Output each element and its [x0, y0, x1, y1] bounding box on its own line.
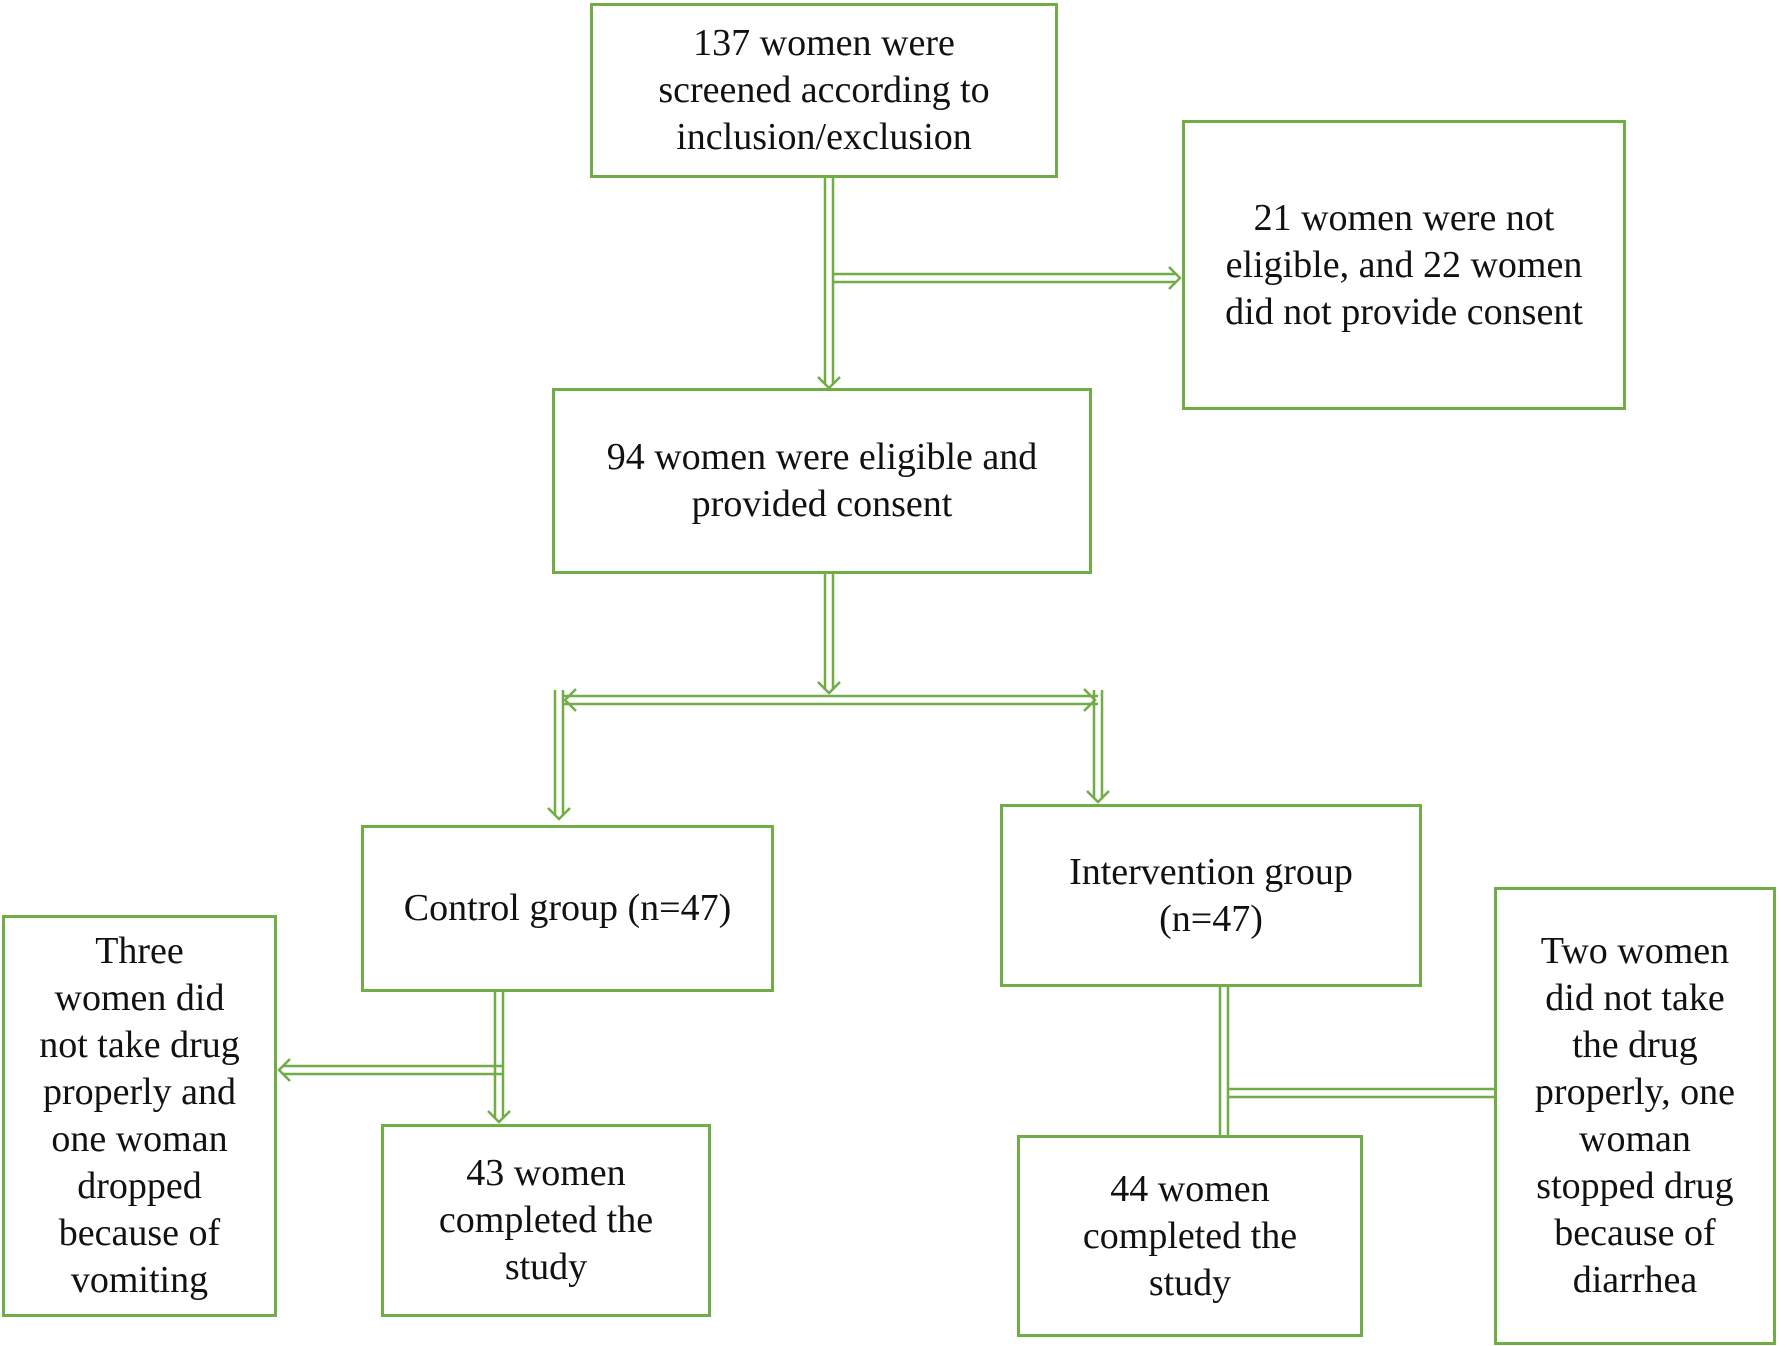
arrowhead-to-control-dropout [277, 1058, 291, 1082]
eligible-box: 94 women were eligible and provided cons… [552, 388, 1092, 574]
excluded-text: 21 women were not eligible, and 22 women… [1225, 196, 1583, 333]
intervention-completed-box: 44 women completed the study [1017, 1135, 1363, 1337]
arrowhead-split-left [563, 688, 577, 712]
eligible-text: 94 women were eligible and provided cons… [606, 436, 1038, 525]
intervention-group-text: Intervention group (n=47) [1069, 850, 1353, 940]
screened-box: 137 women were screened according to inc… [590, 3, 1058, 178]
intervention-group-box: Intervention group (n=47) [1000, 804, 1422, 987]
control-group-box: Control group (n=47) [361, 825, 774, 992]
control-group-text: Control group (n=47) [403, 887, 732, 929]
intervention-dropout-text: Two women did not take the drug properly… [1534, 930, 1736, 1301]
excluded-box: 21 women were not eligible, and 22 women… [1182, 120, 1626, 410]
control-dropout-box: Three women did not take drug properly a… [2, 915, 277, 1317]
control-completed-text: 43 women completed the study [438, 1152, 654, 1288]
screened-text: 137 women were screened according to inc… [658, 22, 990, 158]
control-completed-box: 43 women completed the study [381, 1124, 711, 1317]
arrowhead-to-control-completed [487, 1110, 511, 1124]
intervention-completed-text: 44 women completed the study [1082, 1167, 1298, 1304]
control-dropout-text: Three women did not take drug properly a… [39, 930, 240, 1301]
intervention-dropout-box: Two women did not take the drug properly… [1494, 887, 1776, 1345]
connectors [277, 178, 1494, 1135]
arrowhead-to-eligible [817, 376, 841, 390]
arrowhead-to-excluded [1168, 266, 1182, 290]
arrowhead-to-intervention [1086, 790, 1110, 804]
arrowhead-to-split [817, 681, 841, 695]
arrowhead-to-control [547, 807, 571, 821]
